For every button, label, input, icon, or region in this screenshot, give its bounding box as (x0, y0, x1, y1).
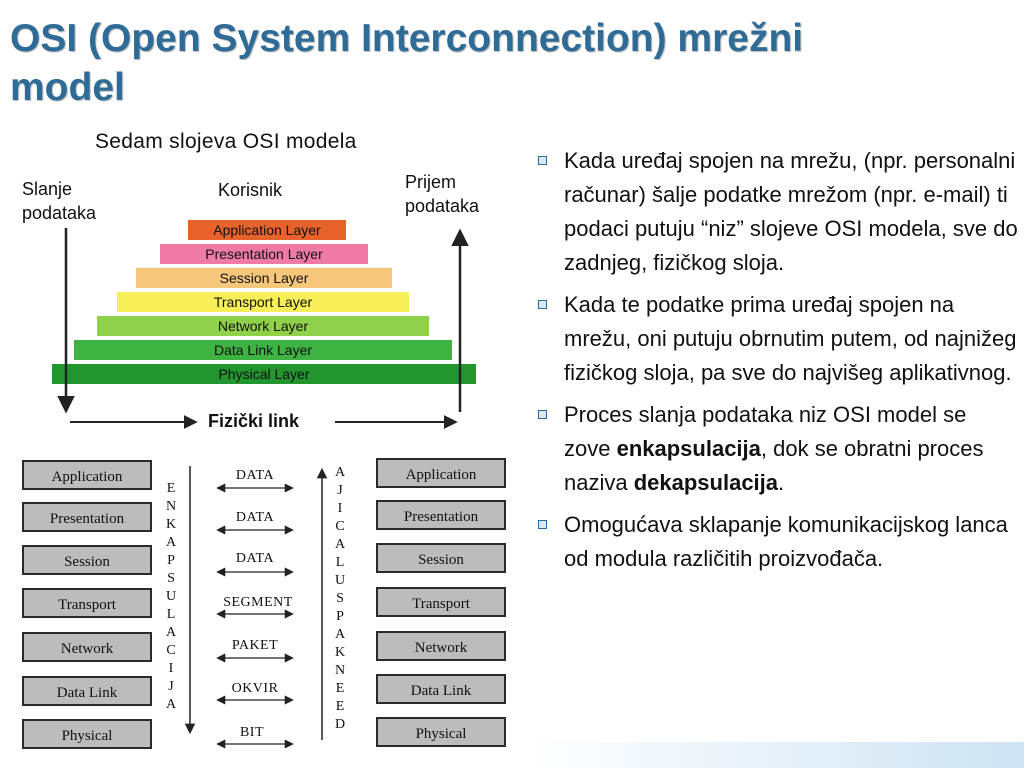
dec-letter: A (334, 465, 346, 480)
right-box-presentation: Presentation (376, 500, 506, 530)
user-label: Korisnik (218, 180, 283, 200)
pdu-label-segment: SEGMENT (223, 595, 293, 610)
left-box-session: Session (22, 545, 152, 575)
dec-letter: D (334, 717, 346, 732)
square-bullet-icon (538, 520, 547, 529)
bullet-text-1: Kada uređaj spojen na mrežu, (npr. perso… (564, 148, 1018, 275)
left-box-application: Application (22, 460, 152, 490)
enc-letter: A (165, 625, 177, 640)
dec-letter: C (335, 519, 345, 534)
dec-letter: J (337, 483, 343, 498)
bullet-item: Omogućava sklapanje komunikacijskog lanc… (538, 508, 1018, 576)
left-box-presentation: Presentation (22, 502, 152, 532)
sending-label-line-2: podataka (22, 203, 97, 223)
sending-label: Slanje podataka (22, 177, 96, 225)
bullet-text-3b: , dok se obratni proces naziva (564, 436, 984, 495)
pyramid-layer-physical: Physical Layer (52, 364, 476, 384)
dec-letter: P (336, 609, 344, 624)
dec-letter: S (336, 591, 344, 606)
left-box-physical: Physical (22, 719, 152, 749)
dec-letter: I (337, 501, 343, 516)
bullet-text-3c: . (778, 470, 785, 495)
dec-letter: E (335, 699, 345, 714)
dec-letter: L (335, 555, 345, 570)
square-bullet-icon (538, 300, 547, 309)
receiving-label-line-2: podataka (405, 196, 480, 216)
pyramid-caption: Sedam slojeva OSI modela (95, 130, 357, 153)
square-bullet-icon (538, 156, 547, 165)
pdu-label-data-3: DATA (235, 551, 275, 566)
page-title: OSI (Open System Interconnection) mrežni… (10, 14, 1010, 112)
pdu-label-data-2: DATA (235, 510, 275, 525)
physical-link-label: Fizički link (208, 411, 300, 431)
pdu-label-bit: BIT (239, 725, 265, 740)
enc-letter: L (166, 607, 176, 622)
pdu-label-paket: PAKET (231, 638, 279, 653)
enc-letter: N (165, 499, 177, 514)
dec-letter: E (335, 681, 345, 696)
dec-letter: N (334, 663, 346, 678)
page-title-line-2: model (10, 66, 125, 109)
dec-letter: A (334, 627, 346, 642)
pyramid-layer-network: Network Layer (97, 316, 429, 336)
pdu-label-okvir: OKVIR (231, 681, 279, 696)
enc-letter: A (165, 697, 177, 712)
receiving-label-line-1: Prijem (405, 172, 457, 192)
right-box-physical: Physical (376, 717, 506, 747)
bullet-text-2: Kada te podatke prima uređaj spojen na m… (564, 292, 1017, 385)
enc-letter: K (165, 517, 177, 532)
bullet-item: Proces slanja podataka niz OSI model se … (538, 398, 1018, 500)
right-box-session: Session (376, 543, 506, 573)
pyramid-layer-data-link: Data Link Layer (74, 340, 452, 360)
receiving-label: Prijem podataka (405, 170, 479, 218)
right-box-network: Network (376, 631, 506, 661)
enc-letter: U (165, 589, 177, 604)
enc-letter: E (166, 481, 176, 496)
left-box-network: Network (22, 632, 152, 662)
pyramid-layer-application: Application Layer (188, 220, 346, 240)
enc-letter: A (165, 535, 177, 550)
pyramid-layer-transport: Transport Layer (117, 292, 409, 312)
right-box-data-link: Data Link (376, 674, 506, 704)
bullet-item: Kada uređaj spojen na mrežu, (npr. perso… (538, 144, 1018, 280)
term-encapsulation: enkapsulacija (616, 436, 761, 461)
term-decapsulation: dekapsulacija (633, 470, 779, 495)
dec-letter: U (334, 573, 346, 588)
pdu-label-data-1: DATA (235, 468, 275, 483)
left-box-transport: Transport (22, 588, 152, 618)
dec-letter: K (334, 645, 346, 660)
bullet-list: Kada uređaj spojen na mrežu, (npr. perso… (538, 144, 1018, 584)
enc-letter: I (168, 661, 174, 676)
dec-letter: A (334, 537, 346, 552)
pyramid-layer-session: Session Layer (136, 268, 392, 288)
page-title-line-1: OSI (Open System Interconnection) mrežni (10, 17, 804, 60)
bullet-text-3a: Proces slanja podataka niz OSI model se … (564, 402, 967, 461)
left-box-data-link: Data Link (22, 676, 152, 706)
corner-decoration (528, 742, 1024, 768)
square-bullet-icon (538, 410, 547, 419)
sending-label-line-1: Slanje (22, 179, 73, 199)
bullet-text-4: Omogućava sklapanje komunikacijskog lanc… (564, 512, 1008, 571)
bullet-item: Kada te podatke prima uređaj spojen na m… (538, 288, 1018, 390)
enc-letter: J (168, 679, 174, 694)
enc-letter: C (166, 643, 176, 658)
enc-letter: S (167, 571, 175, 586)
right-box-transport: Transport (376, 587, 506, 617)
right-box-application: Application (376, 458, 506, 488)
pyramid-layer-presentation: Presentation Layer (160, 244, 368, 264)
enc-letter: P (167, 553, 175, 568)
